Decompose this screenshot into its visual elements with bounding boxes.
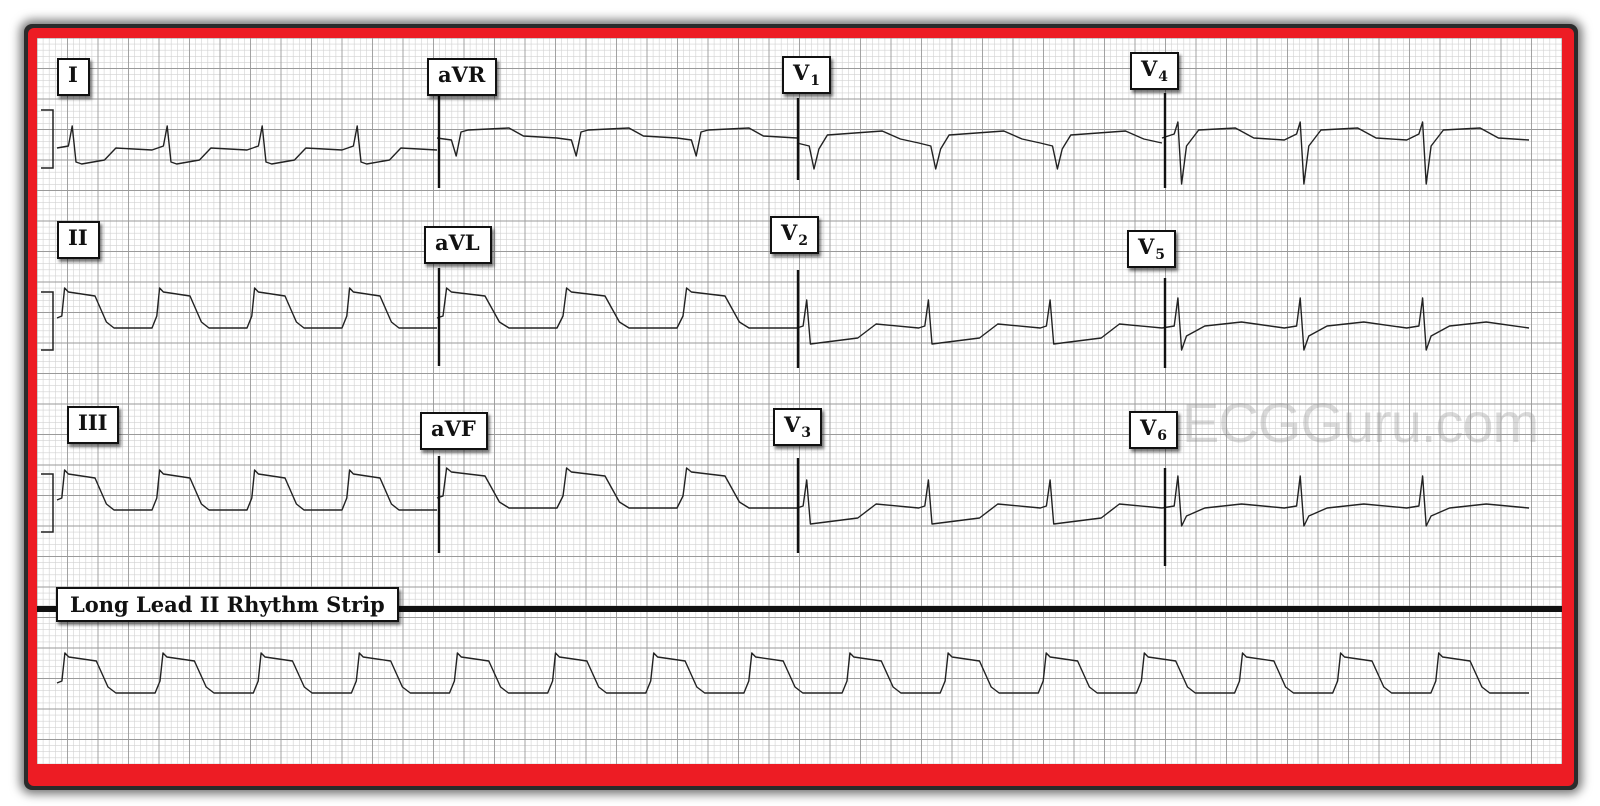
ecg-paper: ECGGuru.com I aVR V1 V4 II aVL V2 V5 III… [37, 38, 1562, 764]
lead-label-III-main: III [78, 410, 108, 435]
ecg-grid-and-traces [37, 38, 1562, 764]
lead-label-V2-sub: 2 [798, 233, 809, 249]
ecg-traces [37, 93, 1562, 694]
lead-label-V1: V1 [782, 56, 832, 94]
trace-lead-V6 [1161, 475, 1530, 527]
lead-label-V5-main: V [1138, 234, 1155, 259]
lead-label-aVR: aVR [427, 58, 498, 96]
trace-lead-aVL [436, 287, 797, 329]
lead-label-I-main: I [68, 62, 78, 87]
lead-label-V3: V3 [773, 408, 823, 446]
trace-lead-aVF [436, 467, 797, 509]
lead-label-aVL: aVL [424, 226, 492, 264]
lead-label-V4-sub: 4 [1158, 69, 1169, 85]
trace-lead-V1 [796, 130, 1163, 170]
lead-label-V1-main: V [793, 60, 810, 85]
lead-label-I: I [57, 58, 90, 96]
lead-label-II-main: II [68, 225, 88, 250]
lead-label-aVR-main: aVR [438, 62, 486, 87]
trace-lead-aVR [436, 127, 798, 157]
trace-lead-V5 [1161, 297, 1530, 351]
lead-label-V5: V5 [1127, 230, 1177, 268]
lead-label-V6: V6 [1129, 411, 1179, 449]
trace-lead-V2 [796, 299, 1163, 345]
watermark: ECGGuru.com [1182, 391, 1539, 454]
trace-lead-V4 [1161, 121, 1530, 185]
lead-label-II: II [57, 221, 100, 259]
lead-label-V4-main: V [1141, 56, 1158, 81]
lead-label-aVF-main: aVF [431, 416, 476, 441]
rhythm-strip-divider [37, 606, 1562, 612]
trace-lead-III [56, 469, 437, 511]
lead-label-III: III [67, 406, 120, 444]
calibration-pulse-row2 [41, 291, 54, 351]
lead-label-V6-sub: 6 [1157, 428, 1168, 444]
trace-lead-I [56, 125, 438, 165]
calibration-pulse-row3 [41, 473, 54, 533]
lead-label-V3-main: V [784, 412, 801, 437]
trace-lead-II [56, 287, 437, 329]
lead-label-V4: V4 [1130, 52, 1180, 90]
lead-label-V5-sub: 5 [1155, 247, 1166, 263]
lead-label-V6-main: V [1140, 415, 1157, 440]
calibration-pulse-row1 [41, 109, 54, 169]
lead-label-aVL-main: aVL [435, 230, 480, 255]
lead-label-V1-sub: 1 [810, 73, 821, 89]
trace-rhythm-strip [56, 652, 1529, 694]
lead-label-V3-sub: 3 [801, 425, 812, 441]
rhythm-strip-title: Long Lead II Rhythm Strip [56, 587, 399, 622]
trace-lead-V3 [796, 479, 1163, 525]
lead-label-aVF: aVF [420, 412, 488, 450]
lead-label-V2-main: V [781, 220, 798, 245]
lead-label-V2: V2 [770, 216, 820, 254]
